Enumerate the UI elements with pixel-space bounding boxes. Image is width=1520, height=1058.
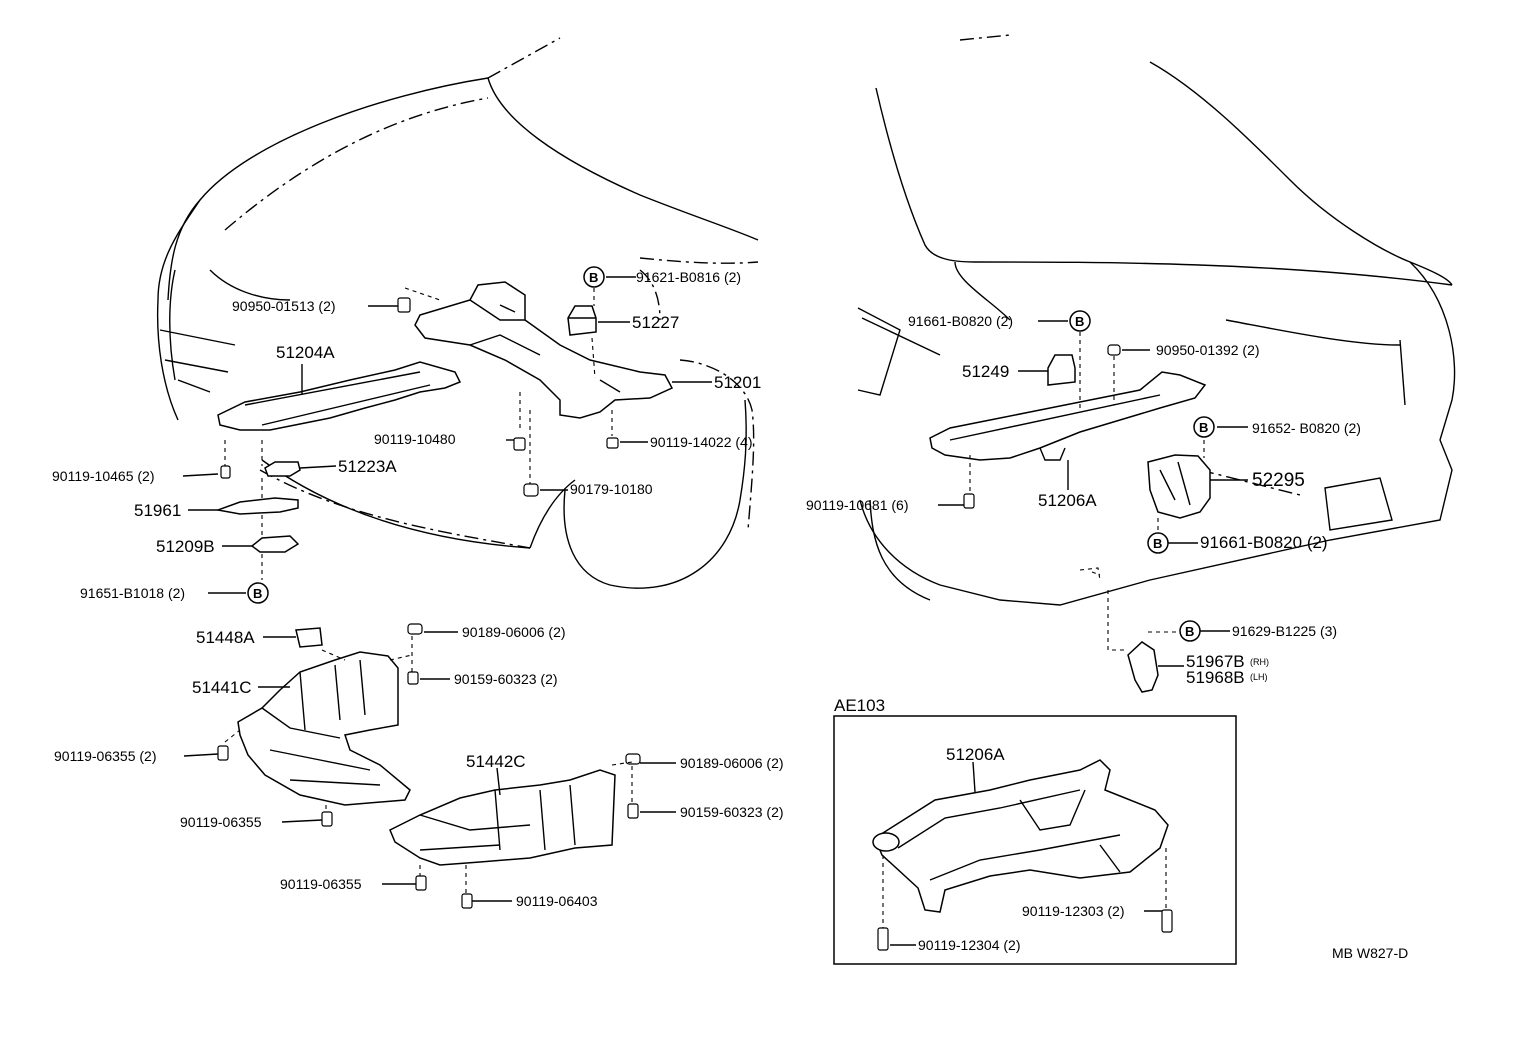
label-91621-B0816: 91621-B0816 (2) — [636, 269, 741, 285]
rear-mount-51249 — [1047, 354, 1076, 386]
label-51206A-inset: 51206A — [946, 745, 1005, 764]
label-51442C: 51442C — [466, 752, 526, 771]
front-leader-lines — [182, 276, 712, 594]
label-90119-10681: 90119-10681 (6) — [806, 497, 908, 513]
label-90179-10180: 90179-10180 — [570, 481, 653, 497]
cover-bracket-51448A — [295, 627, 323, 648]
rear-part-labels: 91661-B0820 (2) 51249 90950-01392 (2) 91… — [806, 313, 1361, 687]
engine-under-cover-51442C — [389, 769, 616, 866]
inset-title: AE103 — [834, 696, 885, 715]
label-90119-06355-a: 90119-06355 — [180, 814, 262, 830]
diagram-code: MB W827-D — [1332, 945, 1408, 961]
rear-bolts — [963, 344, 1121, 509]
front-bolts — [220, 297, 619, 497]
label-91661-B0820-top: 91661-B0820 (2) — [908, 313, 1013, 329]
callout-b-front-top: B — [583, 266, 605, 288]
label-51967B: 51967B — [1186, 652, 1245, 671]
label-91629-B1225: 91629-B1225 (3) — [1232, 623, 1337, 639]
front-suspension-member — [414, 281, 674, 419]
front-car-outline — [156, 37, 759, 589]
label-51441C: 51441C — [192, 678, 252, 697]
callout-b-rear-right: B — [1193, 416, 1215, 438]
rear-bracket-51967B-51968B — [1127, 641, 1159, 693]
label-51961: 51961 — [134, 501, 181, 520]
callout-b-rear-top: B — [1069, 310, 1091, 332]
callout-b-rear-mid: B — [1147, 532, 1169, 554]
svg-text:B: B — [1153, 536, 1162, 551]
label-90119-10480: 90119-10480 — [374, 431, 456, 447]
label-91651-B1018: 91651-B1018 (2) — [80, 585, 185, 601]
label-90119-12304: 90119-12304 (2) — [918, 937, 1020, 953]
svg-text:B: B — [253, 586, 262, 601]
svg-text:B: B — [1199, 420, 1208, 435]
front-bracket-51223A — [264, 461, 301, 477]
label-90119-12303: 90119-12303 (2) — [1022, 903, 1124, 919]
label-90189-06006-b: 90189-06006 (2) — [680, 755, 784, 771]
label-90119-10465: 90119-10465 (2) — [52, 468, 154, 484]
svg-text:B: B — [1075, 314, 1084, 329]
label-90189-06006-a: 90189-06006 (2) — [462, 624, 566, 640]
rear-leader-lines — [938, 320, 1248, 667]
cover-bolts — [217, 623, 641, 909]
inset-labels: AE103 51206A 90119-12303 (2) 90119-12304… — [834, 696, 1124, 953]
label-51204A: 51204A — [276, 343, 335, 362]
front-bracket-51209B — [250, 535, 300, 553]
label-51968B-side: (LH) — [1250, 672, 1268, 682]
front-crossmember-51204A — [217, 361, 462, 431]
svg-text:B: B — [1185, 624, 1194, 639]
label-51967B-side: (RH) — [1250, 657, 1269, 667]
inset-ae103 — [833, 715, 1237, 965]
label-91652-B0820: 91652- B0820 (2) — [1252, 420, 1361, 436]
label-90159-60323-a: 90159-60323 (2) — [454, 671, 558, 687]
label-52295: 52295 — [1252, 470, 1305, 491]
label-51201: 51201 — [714, 373, 761, 392]
label-90950-01513: 90950-01513 (2) — [232, 298, 336, 314]
rear-car-outline — [857, 34, 1456, 606]
label-90119-06403: 90119-06403 — [516, 893, 598, 909]
callout-b-markers: B B B B B B — [247, 266, 1215, 642]
label-51249: 51249 — [962, 362, 1009, 381]
callout-b-front-bottom: B — [247, 582, 269, 604]
label-51206A-rear: 51206A — [1038, 491, 1097, 510]
rear-bracket-52295 — [1147, 454, 1211, 519]
cover-leader-lines — [183, 631, 676, 902]
label-90119-06355-2: 90119-06355 (2) — [54, 748, 156, 764]
label-90159-60323-b: 90159-60323 (2) — [680, 804, 784, 820]
label-91661-B0820-bottom: 91661-B0820 (2) — [1200, 533, 1328, 552]
front-part-labels: 90950-01513 (2) 51204A 90119-10465 (2) 5… — [52, 269, 761, 601]
callout-b-rear-bottom: B — [1179, 620, 1201, 642]
front-mount-51227 — [567, 305, 597, 336]
front-bracket-51961 — [215, 497, 299, 515]
label-90119-14022: 90119-14022 (4) — [650, 434, 752, 450]
rear-crossmember-51206A — [929, 371, 1207, 461]
svg-text:B: B — [589, 270, 598, 285]
label-51448A: 51448A — [196, 628, 255, 647]
label-90119-06355-b: 90119-06355 — [280, 876, 362, 892]
cover-part-labels: 51448A 90189-06006 (2) 51441C 90159-6032… — [54, 624, 784, 909]
engine-under-cover-51441C — [237, 651, 411, 806]
label-90950-01392: 90950-01392 (2) — [1156, 342, 1260, 358]
label-51223A: 51223A — [338, 457, 397, 476]
label-51968B: 51968B — [1186, 668, 1245, 687]
label-51209B: 51209B — [156, 537, 215, 556]
label-51227: 51227 — [632, 313, 679, 332]
